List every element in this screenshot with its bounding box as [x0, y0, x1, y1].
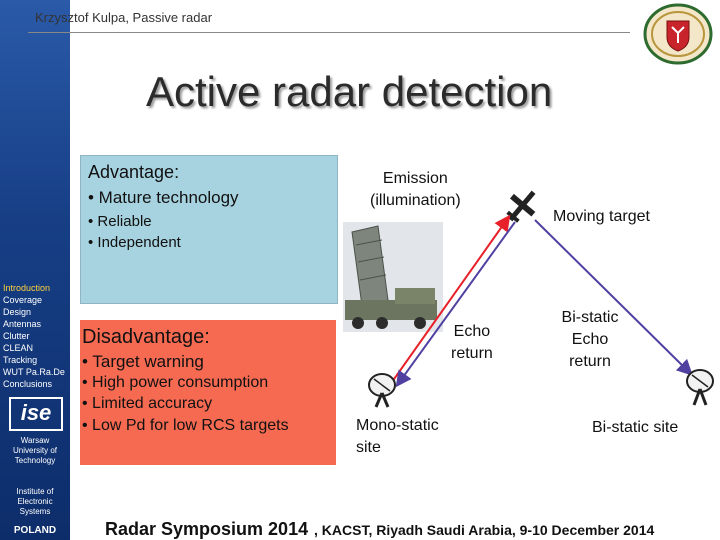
- bistatic-antenna-icon: [687, 370, 713, 405]
- monostatic-site-label: Mono-static site: [356, 415, 439, 459]
- footer-location: , KACST, Riyadh Saudi Arabia, 9-10 Decem…: [314, 522, 654, 538]
- radar-truck-icon: [343, 222, 443, 332]
- bistatic-echo-label: Bi-static Echo return: [553, 307, 627, 373]
- emission-label: Emission (illumination): [370, 168, 461, 212]
- footer-event: Radar Symposium 2014: [105, 519, 308, 540]
- echo-return-label: Echo return: [451, 321, 493, 365]
- moving-target-label: Moving target: [553, 206, 650, 228]
- monostatic-antenna-icon: [369, 374, 395, 407]
- bistatic-site-label: Bi-static site: [592, 417, 678, 439]
